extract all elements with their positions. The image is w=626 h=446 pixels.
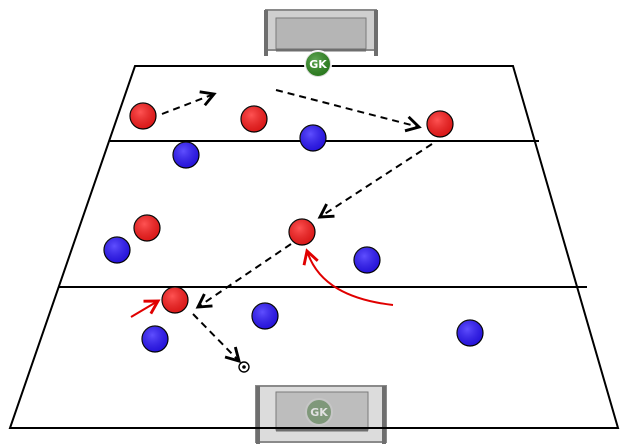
top-goal: [264, 9, 378, 56]
pass-arrow-2: [275, 89, 422, 133]
pitch-lines: [8, 65, 620, 429]
goalkeeper-top: GK: [304, 50, 332, 78]
run-arrow-short: [130, 299, 161, 318]
pass-arrows: [161, 89, 433, 364]
dribble-arrow: [192, 313, 242, 364]
soccer-ball-icon: [238, 361, 250, 373]
pitch-outline: [8, 65, 620, 429]
run-arrow-curved: [302, 248, 394, 306]
goalkeeper-label: GK: [310, 406, 328, 419]
run-arrows: [130, 248, 394, 318]
pass-arrow-4: [195, 243, 292, 309]
pass-arrow-3: [317, 143, 433, 219]
player-shading: [104, 103, 483, 352]
red-team: [129, 102, 454, 314]
goalkeeper-bottom: GK: [305, 398, 333, 426]
goalkeeper-label: GK: [309, 58, 327, 71]
pass-arrow-1: [161, 90, 217, 115]
